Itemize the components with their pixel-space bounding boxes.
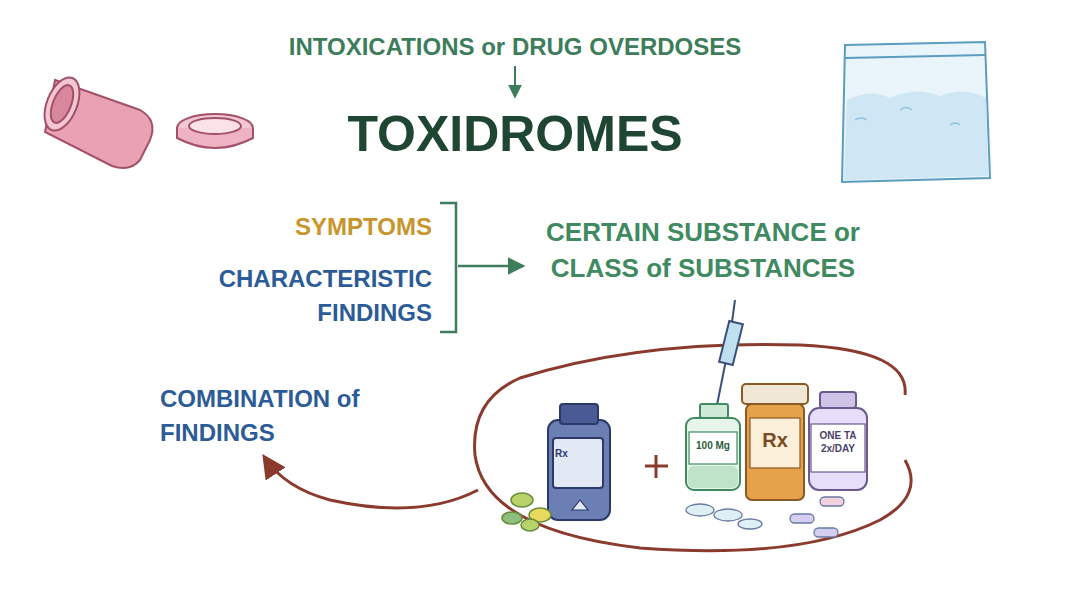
bottle-label: ONE TA 2x/DAY — [811, 429, 865, 455]
findings-label: CHARACTERISTIC FINDINGS — [162, 262, 432, 330]
symptoms-label: SYMPTOMS — [222, 212, 432, 242]
pills — [502, 493, 551, 531]
rx-bottle — [742, 384, 808, 500]
bracket — [440, 203, 456, 332]
syringe — [716, 300, 743, 410]
group-oval — [475, 344, 912, 550]
curved-arrow — [265, 458, 478, 508]
vial-label: 100 Mg — [689, 440, 737, 452]
bottle-label: Rx — [750, 428, 800, 452]
combination-label: COMBINATION of FINDINGS — [160, 382, 400, 450]
substance-label: CERTAIN SUBSTANCE or CLASS of SUBSTANCES — [528, 214, 878, 286]
plus-sign — [645, 455, 668, 478]
bottle-label: Rx — [555, 448, 601, 460]
powder-bag — [842, 42, 990, 182]
bottle-cap — [177, 114, 253, 148]
down-arrow — [514, 66, 516, 96]
pill-bottle — [38, 72, 153, 168]
purple-bottle — [809, 392, 867, 490]
top-heading: INTOXICATIONS or DRUG OVERDOSES — [215, 32, 815, 62]
blue-bottle — [548, 404, 610, 520]
vial — [686, 404, 740, 490]
main-heading: TOXIDROMES — [305, 104, 725, 164]
right-arrow — [458, 265, 522, 268]
loose-pills — [686, 497, 844, 537]
